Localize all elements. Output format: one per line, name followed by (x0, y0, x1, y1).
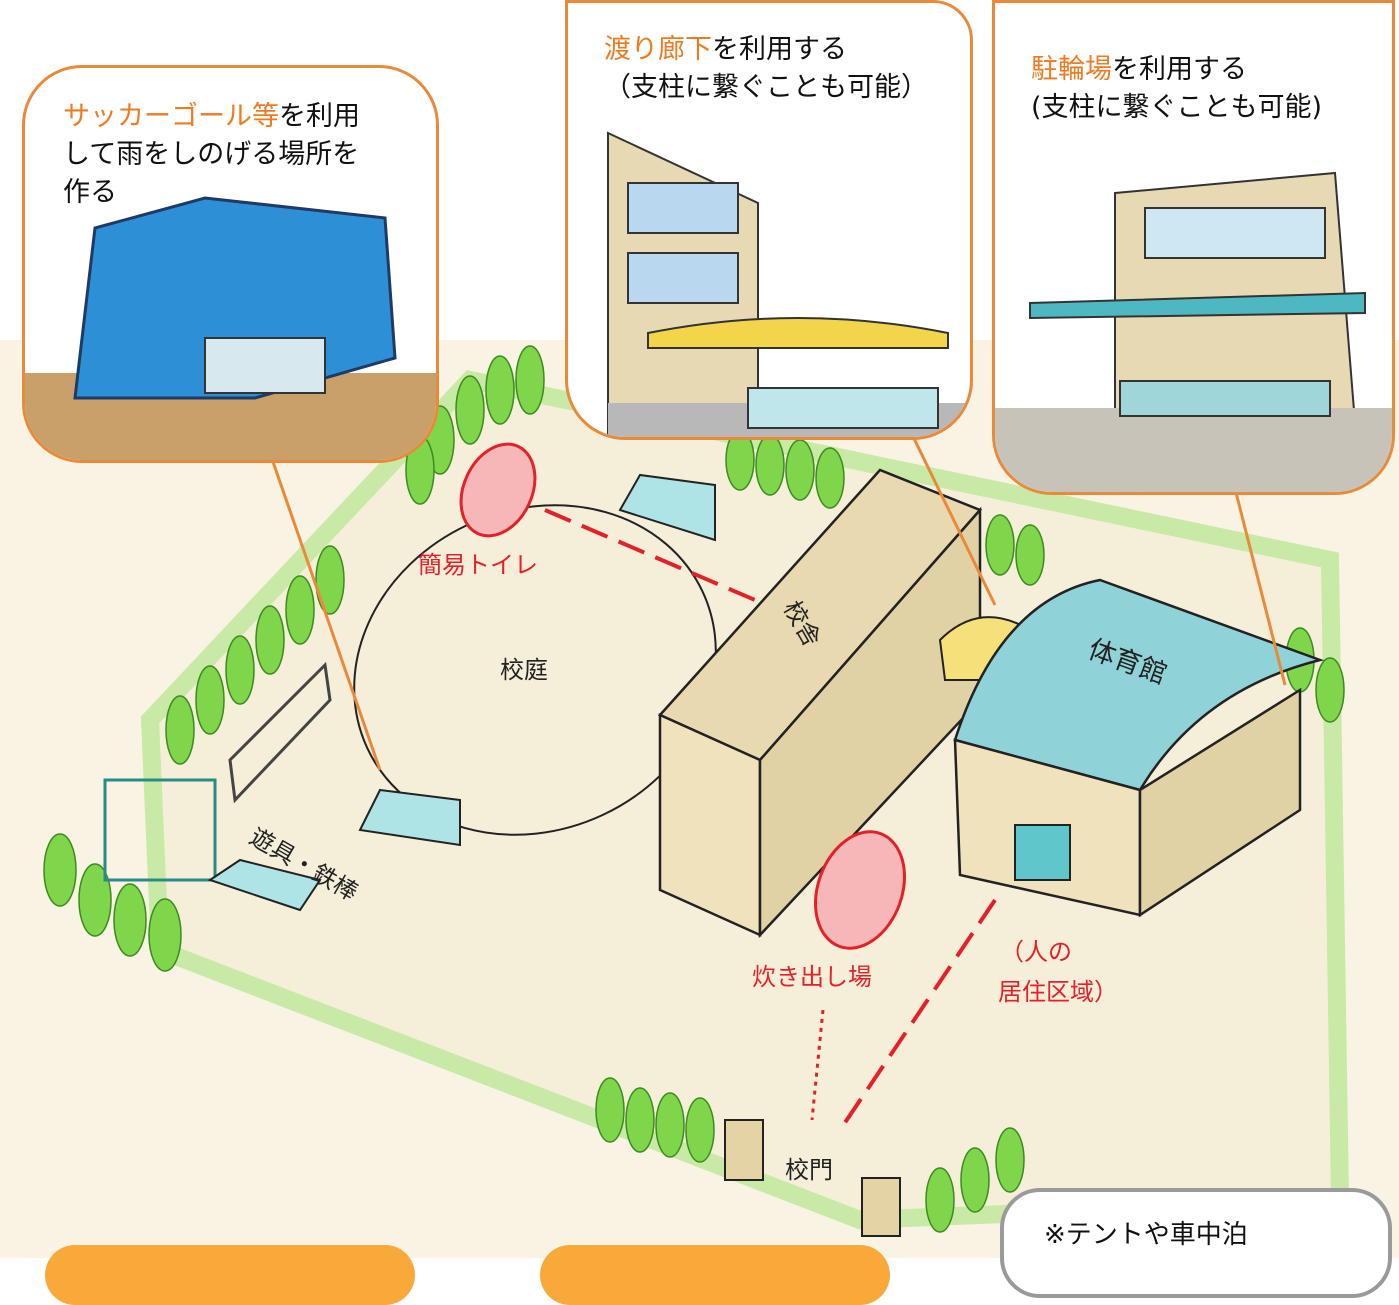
gate-post-right (861, 1177, 901, 1237)
jungle-gym (103, 778, 217, 882)
bike-highlight: 駐輪場 (1031, 54, 1112, 85)
gate-post-left (724, 1119, 764, 1181)
label-toilet: 簡易トイレ (418, 551, 538, 579)
label-residence-2: 居住区域） (998, 978, 1118, 1006)
cooking-marker (814, 830, 906, 950)
corridor-text-2: （支柱に繋ぐことも可能） (604, 72, 928, 103)
residence-arrow (838, 898, 997, 1132)
callout-corridor: 渡り廊下を利用する （支柱に繋ぐことも可能） (565, 0, 973, 440)
label-cooking: 炊き出し場 (752, 963, 872, 991)
corridor-illustration (607, 131, 968, 437)
bike-shed-illustration (995, 171, 1392, 492)
soccer-text-2: して雨をしのげる場所を (63, 139, 360, 170)
tree-rows (43, 345, 1345, 1233)
horizontal-bars (228, 661, 332, 804)
soccer-goal-illustration (25, 196, 436, 460)
label-residence-1: （人の (1000, 938, 1072, 966)
bottom-bubble-left (45, 1245, 415, 1305)
callout-bike-shed: 駐輪場を利用する (支柱に繋ぐことも可能) (992, 0, 1395, 495)
tent-note-box: ※テントや車中泊 (1000, 1188, 1392, 1298)
callout-soccer-goal: サッカーゴール等を利用 して雨をしのげる場所を 作る (22, 65, 439, 463)
soccer-highlight: サッカーゴール等 (63, 101, 279, 132)
tent-note-text: ※テントや車中泊 (1044, 1220, 1248, 1250)
soccer-text-3: 作る (63, 177, 117, 208)
bike-text-2: (支柱に繋ぐことも可能) (1031, 92, 1323, 123)
gym-shape (953, 578, 1325, 918)
bench (207, 858, 322, 912)
soccer-text-1: を利用 (279, 101, 360, 132)
cooking-arrow (810, 1009, 825, 1121)
corridor-highlight: 渡り廊下 (604, 34, 712, 65)
soccer-goals (358, 473, 716, 847)
bottom-bubble-middle (540, 1245, 890, 1305)
label-schoolyard: 校庭 (500, 656, 548, 684)
corridor-text-1: を利用する (712, 34, 847, 65)
bike-text-1: を利用する (1112, 54, 1247, 85)
toilet-marker (459, 442, 537, 538)
label-gate: 校門 (785, 1156, 833, 1184)
